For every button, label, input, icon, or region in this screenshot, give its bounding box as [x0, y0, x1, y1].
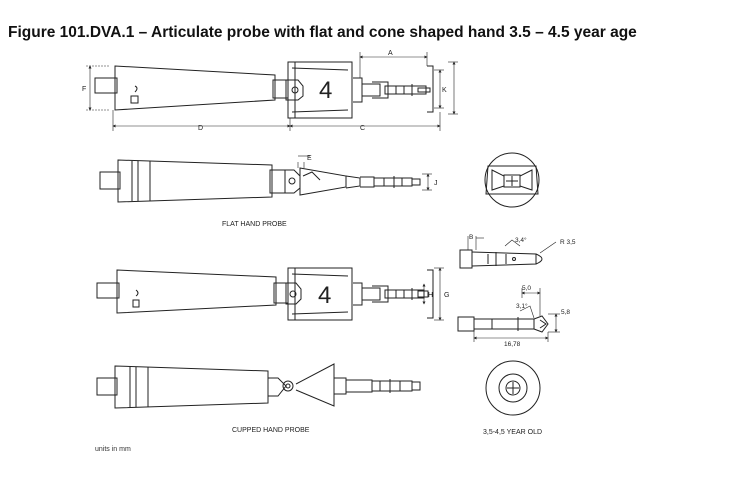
- end-view-top: [484, 152, 540, 208]
- flat-hand-caption: FLAT HAND PROBE: [222, 221, 287, 228]
- dim-label-g: G: [444, 292, 449, 299]
- dim-label-k: K: [442, 87, 447, 94]
- marking-4-bottom: 4: [318, 282, 331, 309]
- detail-view-lower: [457, 315, 549, 333]
- cupped-hand-probe-view: [96, 363, 421, 409]
- detail-angle-top: 3,4°: [515, 236, 527, 244]
- detail-radius: R 3,5: [560, 239, 576, 246]
- dim-label-f: F: [82, 86, 86, 93]
- flat-hand-probe-view: [99, 159, 421, 203]
- units-note: units in mm: [95, 446, 131, 453]
- detail-angle-bottom: 3,1°: [516, 302, 528, 310]
- detail-dia: 5,8: [561, 309, 570, 316]
- detail-len-5: 5,0: [522, 285, 531, 292]
- probe-top-view: [94, 61, 434, 119]
- dim-label-a: A: [388, 50, 393, 57]
- cupped-hand-caption: CUPPED HAND PROBE: [232, 427, 310, 434]
- end-view-bottom: [485, 360, 541, 416]
- dimensions-cupped: [422, 267, 444, 321]
- detail-view-upper: [459, 249, 543, 269]
- detail-dims-upper: [467, 236, 557, 254]
- age-caption: 3,5-4,5 YEAR OLD: [483, 429, 542, 436]
- detail-dims-lower: [473, 288, 560, 342]
- dim-label-c: C: [360, 125, 365, 132]
- detail-length: 16,78: [504, 341, 521, 348]
- dim-label-j: J: [434, 180, 438, 187]
- dim-label-b: B: [469, 234, 473, 241]
- dim-label-d: D: [198, 125, 203, 132]
- dimensions-flat: [297, 155, 432, 191]
- dim-label-e: E: [307, 155, 312, 162]
- dimensions-top: [86, 52, 458, 131]
- cupped-probe-top-view: [96, 267, 434, 321]
- figure-title: Figure 101.DVA.1 – Articulate probe with…: [8, 24, 637, 41]
- marking-4-top: 4: [319, 77, 332, 104]
- dim-label-h: H: [428, 292, 433, 299]
